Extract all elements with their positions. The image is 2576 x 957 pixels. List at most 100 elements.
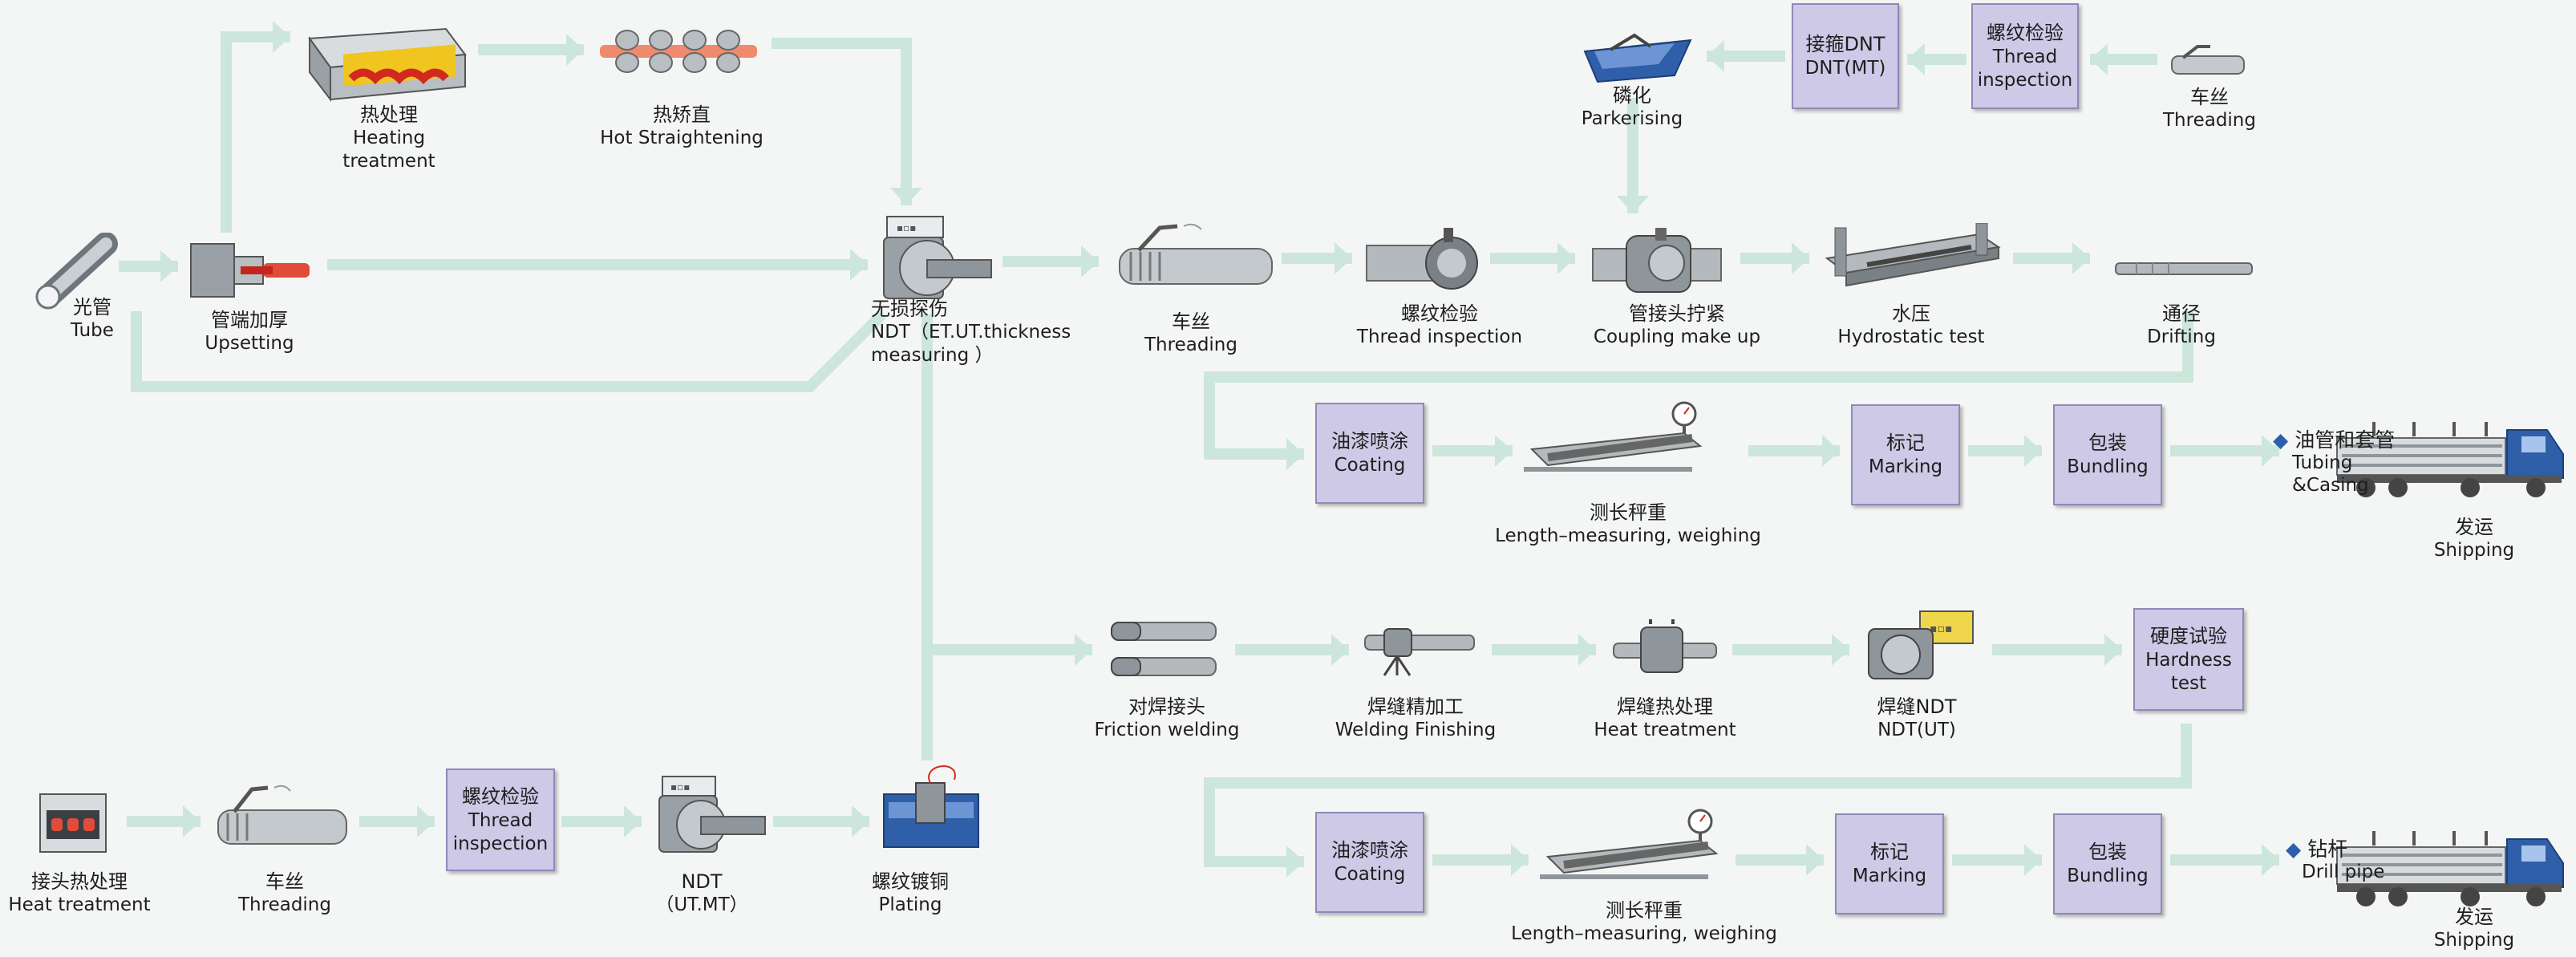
- flow-arrowhead: [2024, 435, 2042, 467]
- flow-arrowhead: [417, 805, 435, 837]
- dnt-box: 接箍DNT DNT(MT): [1792, 3, 1899, 109]
- hydrostatic-label: 水压 Hydrostatic test: [1819, 302, 2003, 349]
- flow-arrowhead: [852, 805, 869, 837]
- flow-arrowhead: [1907, 43, 1925, 75]
- marking-box-2: 标记 Marking: [1835, 813, 1944, 914]
- hydrostatic-en: Hydrostatic test: [1837, 326, 1985, 347]
- flow-arrowhead: [1617, 196, 1649, 213]
- weld-heat-zh: 焊缝热处理: [1617, 695, 1713, 718]
- flow-arrowhead: [1075, 634, 1092, 666]
- flow-connector: [772, 38, 912, 205]
- flow-arrowhead: [2262, 844, 2279, 876]
- finishing-en: Welding Finishing: [1335, 720, 1497, 740]
- threading-zh: 车丝: [1172, 310, 1210, 333]
- joint-ndt-label: NDT （UT.MT）: [642, 870, 762, 917]
- weld-heat-label: 焊缝热处理 Heat treatment: [1577, 695, 1753, 742]
- flow-arrowhead: [1286, 438, 1304, 470]
- bundling-box-2: 包装 Bundling: [2053, 813, 2162, 914]
- flow-arrowhead: [2262, 435, 2279, 467]
- ndt-en2: measuring ）: [871, 344, 994, 366]
- threading-top-label: 车丝 Threading: [2149, 85, 2270, 132]
- drift-mandrel-icon: [2115, 262, 2253, 275]
- shipping-zh: 发运: [2455, 516, 2493, 538]
- marking2-en: Marking: [1852, 866, 1927, 887]
- measuring-en: Length–measuring, weighing: [1495, 525, 1761, 546]
- bundling-box: 包装 Bundling: [2053, 404, 2162, 505]
- tubing-casing-zh: ◆ 油管和套管: [2273, 428, 2396, 452]
- thread-inspection-zh: 螺纹检验: [1401, 302, 1478, 325]
- ndt-machine-icon: ▪▫▪: [658, 776, 766, 853]
- flow-arrowhead: [160, 250, 178, 282]
- hot-straightening-icon: [600, 30, 757, 73]
- joint-ndt-en: （UT.MT）: [655, 894, 748, 915]
- hot-straightening-label: 热矫直 Hot Straightening: [597, 103, 766, 150]
- drifting-en: Drifting: [2147, 326, 2216, 347]
- parkerising-tank-icon: [1583, 33, 1692, 83]
- coating-en: Coating: [1334, 455, 1406, 476]
- flow-arrowhead: [1511, 844, 1529, 876]
- coating2-en: Coating: [1334, 864, 1406, 886]
- measuring-zh: 测长秤重: [1590, 501, 1667, 524]
- measuring2-zh: 测长秤重: [1606, 899, 1683, 922]
- tubing-en2: &Casing: [2292, 474, 2369, 496]
- coating-box-2: 油漆喷涂 Coating: [1315, 812, 1424, 913]
- coating2-zh: 油漆喷涂: [1331, 839, 1408, 862]
- weld-ndt-icon: ▪▫▪: [1868, 610, 1974, 679]
- parkerising-zh: 磷化: [1613, 84, 1651, 107]
- weld-ndt-en: NDT(UT): [1877, 720, 1956, 740]
- inspection-top-en1: Thread: [1992, 46, 2058, 67]
- drifting-label: 通径 Drifting: [2101, 302, 2262, 349]
- flow-connector: [1204, 724, 2192, 867]
- flow-arrowhead: [2072, 242, 2090, 274]
- flow-arrowhead: [1707, 40, 1724, 72]
- length-weighing-icon: [1524, 401, 1703, 472]
- thread-inspection-en: Thread inspection: [1356, 326, 1523, 347]
- flow-arrowhead: [2024, 844, 2042, 876]
- hardness-zh: 硬度试验: [2150, 624, 2227, 647]
- marking2-zh: 标记: [1870, 841, 1909, 864]
- upsetting-machine-icon: [190, 243, 310, 298]
- hydrostatic-tester-icon: [1825, 223, 2001, 287]
- straightening-zh: 热矫直: [653, 103, 711, 126]
- dnt-en: DNT(MT): [1804, 58, 1886, 79]
- threading-top-zh: 车丝: [2190, 86, 2229, 108]
- plating-tank-icon: [883, 765, 979, 848]
- flow-arrowhead: [1081, 245, 1099, 278]
- bundling-zh: 包装: [2088, 432, 2127, 455]
- measuring-label-2: 测长秤重 Length–measuring, weighing: [1508, 898, 1780, 946]
- svg-text:▪▫▪: ▪▫▪: [1930, 622, 1952, 635]
- tubing-casing-label: ◆ 油管和套管 Tubing &Casing: [2273, 428, 2417, 497]
- flow-arrowhead: [1557, 242, 1575, 274]
- hardness-en2: test: [2170, 672, 2207, 694]
- friction-zh: 对焊接头: [1128, 695, 1205, 718]
- flow-arrowhead: [1792, 242, 1809, 274]
- heating-en: Heating treatment: [342, 128, 435, 172]
- shipping-label-2: 发运 Shipping: [2414, 905, 2534, 952]
- svg-text:▪▫▪: ▪▫▪: [897, 222, 916, 233]
- flow-arrowhead: [1331, 634, 1349, 666]
- joint-threading-zh: 车丝: [265, 870, 304, 893]
- ndt-en1: NDT（ET.UT.thickness: [871, 322, 1071, 343]
- flow-arrowhead: [1286, 845, 1304, 878]
- measuring-label: 测长秤重 Length–measuring, weighing: [1492, 501, 1764, 548]
- parkerising-en: Parkerising: [1581, 108, 1683, 129]
- hydrostatic-zh: 水压: [1892, 302, 1930, 325]
- shipping-en: Shipping: [2433, 540, 2515, 561]
- flow-arrowhead: [1806, 844, 1824, 876]
- thread-inspection-label: 螺纹检验 Thread inspection: [1339, 302, 1540, 349]
- joint-heat-label: 接头热处理 Heat treatment: [3, 870, 156, 917]
- flow-arrowhead: [1832, 634, 1849, 666]
- ndt-label: 无损探伤 NDT（ET.UT.thickness measuring ）: [871, 297, 1096, 367]
- marking-zh: 标记: [1886, 432, 1925, 455]
- weld-ndt-label: 焊缝NDT NDT(UT): [1845, 695, 1989, 742]
- flow-arrowhead: [1578, 634, 1596, 666]
- flow-arrowhead: [890, 188, 922, 205]
- tube-zh: 光管: [73, 296, 111, 318]
- threading-tool-icon: [2171, 45, 2245, 75]
- tube-label: 光管 Tube: [32, 295, 152, 343]
- drill-pipe-en: Drill pipe: [2302, 862, 2385, 882]
- tube-icon: [35, 233, 118, 310]
- drill-pipe-label: ◆ 钻杆 Drill pipe: [2286, 837, 2414, 884]
- plating-zh: 螺纹镀铜: [872, 870, 949, 893]
